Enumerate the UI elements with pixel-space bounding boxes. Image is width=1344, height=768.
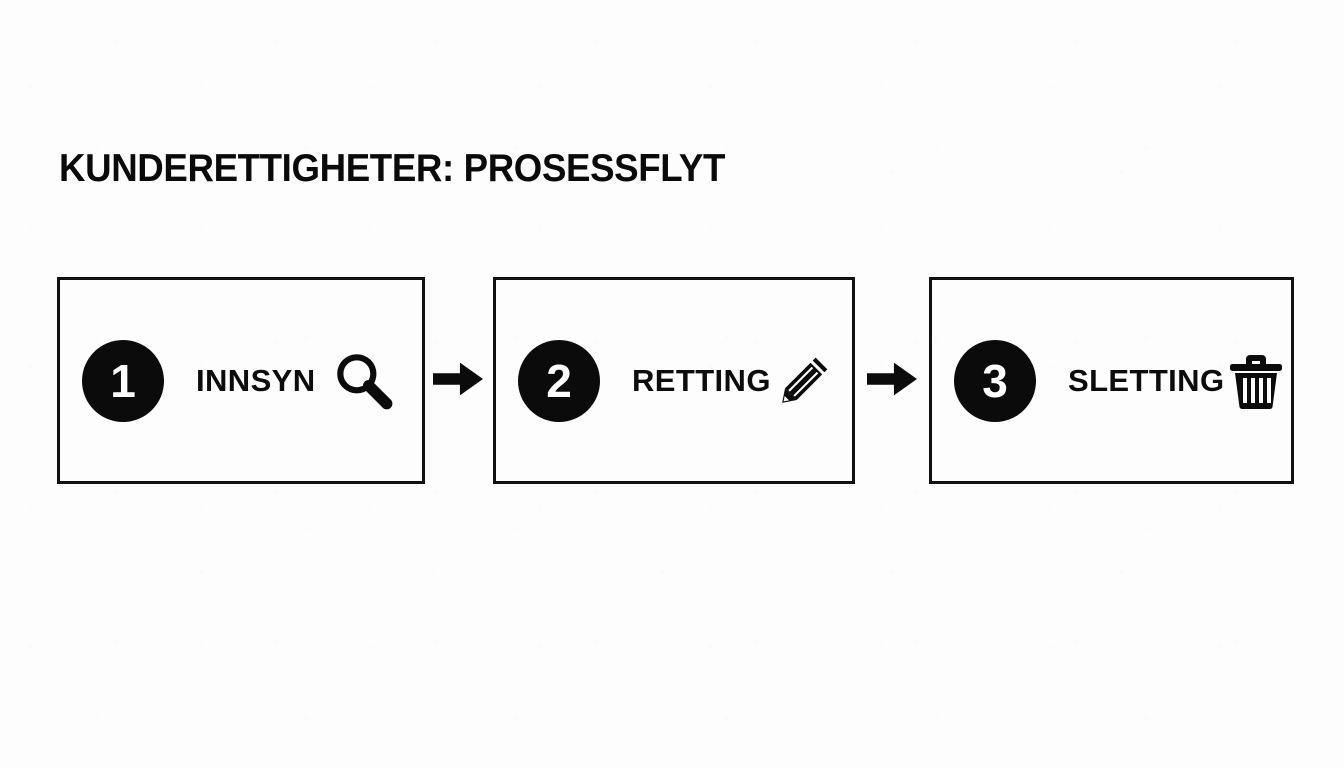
step-number-badge-3: 3 bbox=[954, 339, 1036, 422]
pencil-icon bbox=[771, 344, 837, 418]
step-label-2: RETTING bbox=[632, 362, 771, 398]
flow-step-3-content: 3 SLETTING bbox=[932, 339, 1291, 422]
flow-step-1[interactable]: 1 INNSYN bbox=[57, 277, 425, 484]
flow-step-2-content: 2 RETTING bbox=[496, 339, 852, 422]
arrow-right-icon-2 bbox=[866, 358, 918, 400]
step-number-badge-2: 2 bbox=[518, 339, 600, 422]
step-label-3: SLETTING bbox=[1068, 362, 1225, 398]
magnifier-icon bbox=[326, 344, 400, 418]
trash-icon bbox=[1224, 344, 1288, 418]
step-number-badge-1: 1 bbox=[82, 339, 164, 422]
step-label-1: INNSYN bbox=[196, 362, 316, 398]
page-title: KUNDERETTIGHETER: PROSESSFLYT bbox=[59, 147, 726, 190]
arrow-right-icon-1 bbox=[432, 358, 484, 400]
flow-step-3[interactable]: 3 SLETTING bbox=[929, 277, 1294, 484]
flow-step-2[interactable]: 2 RETTING bbox=[493, 277, 855, 484]
flow-step-1-content: 1 INNSYN bbox=[60, 339, 422, 422]
